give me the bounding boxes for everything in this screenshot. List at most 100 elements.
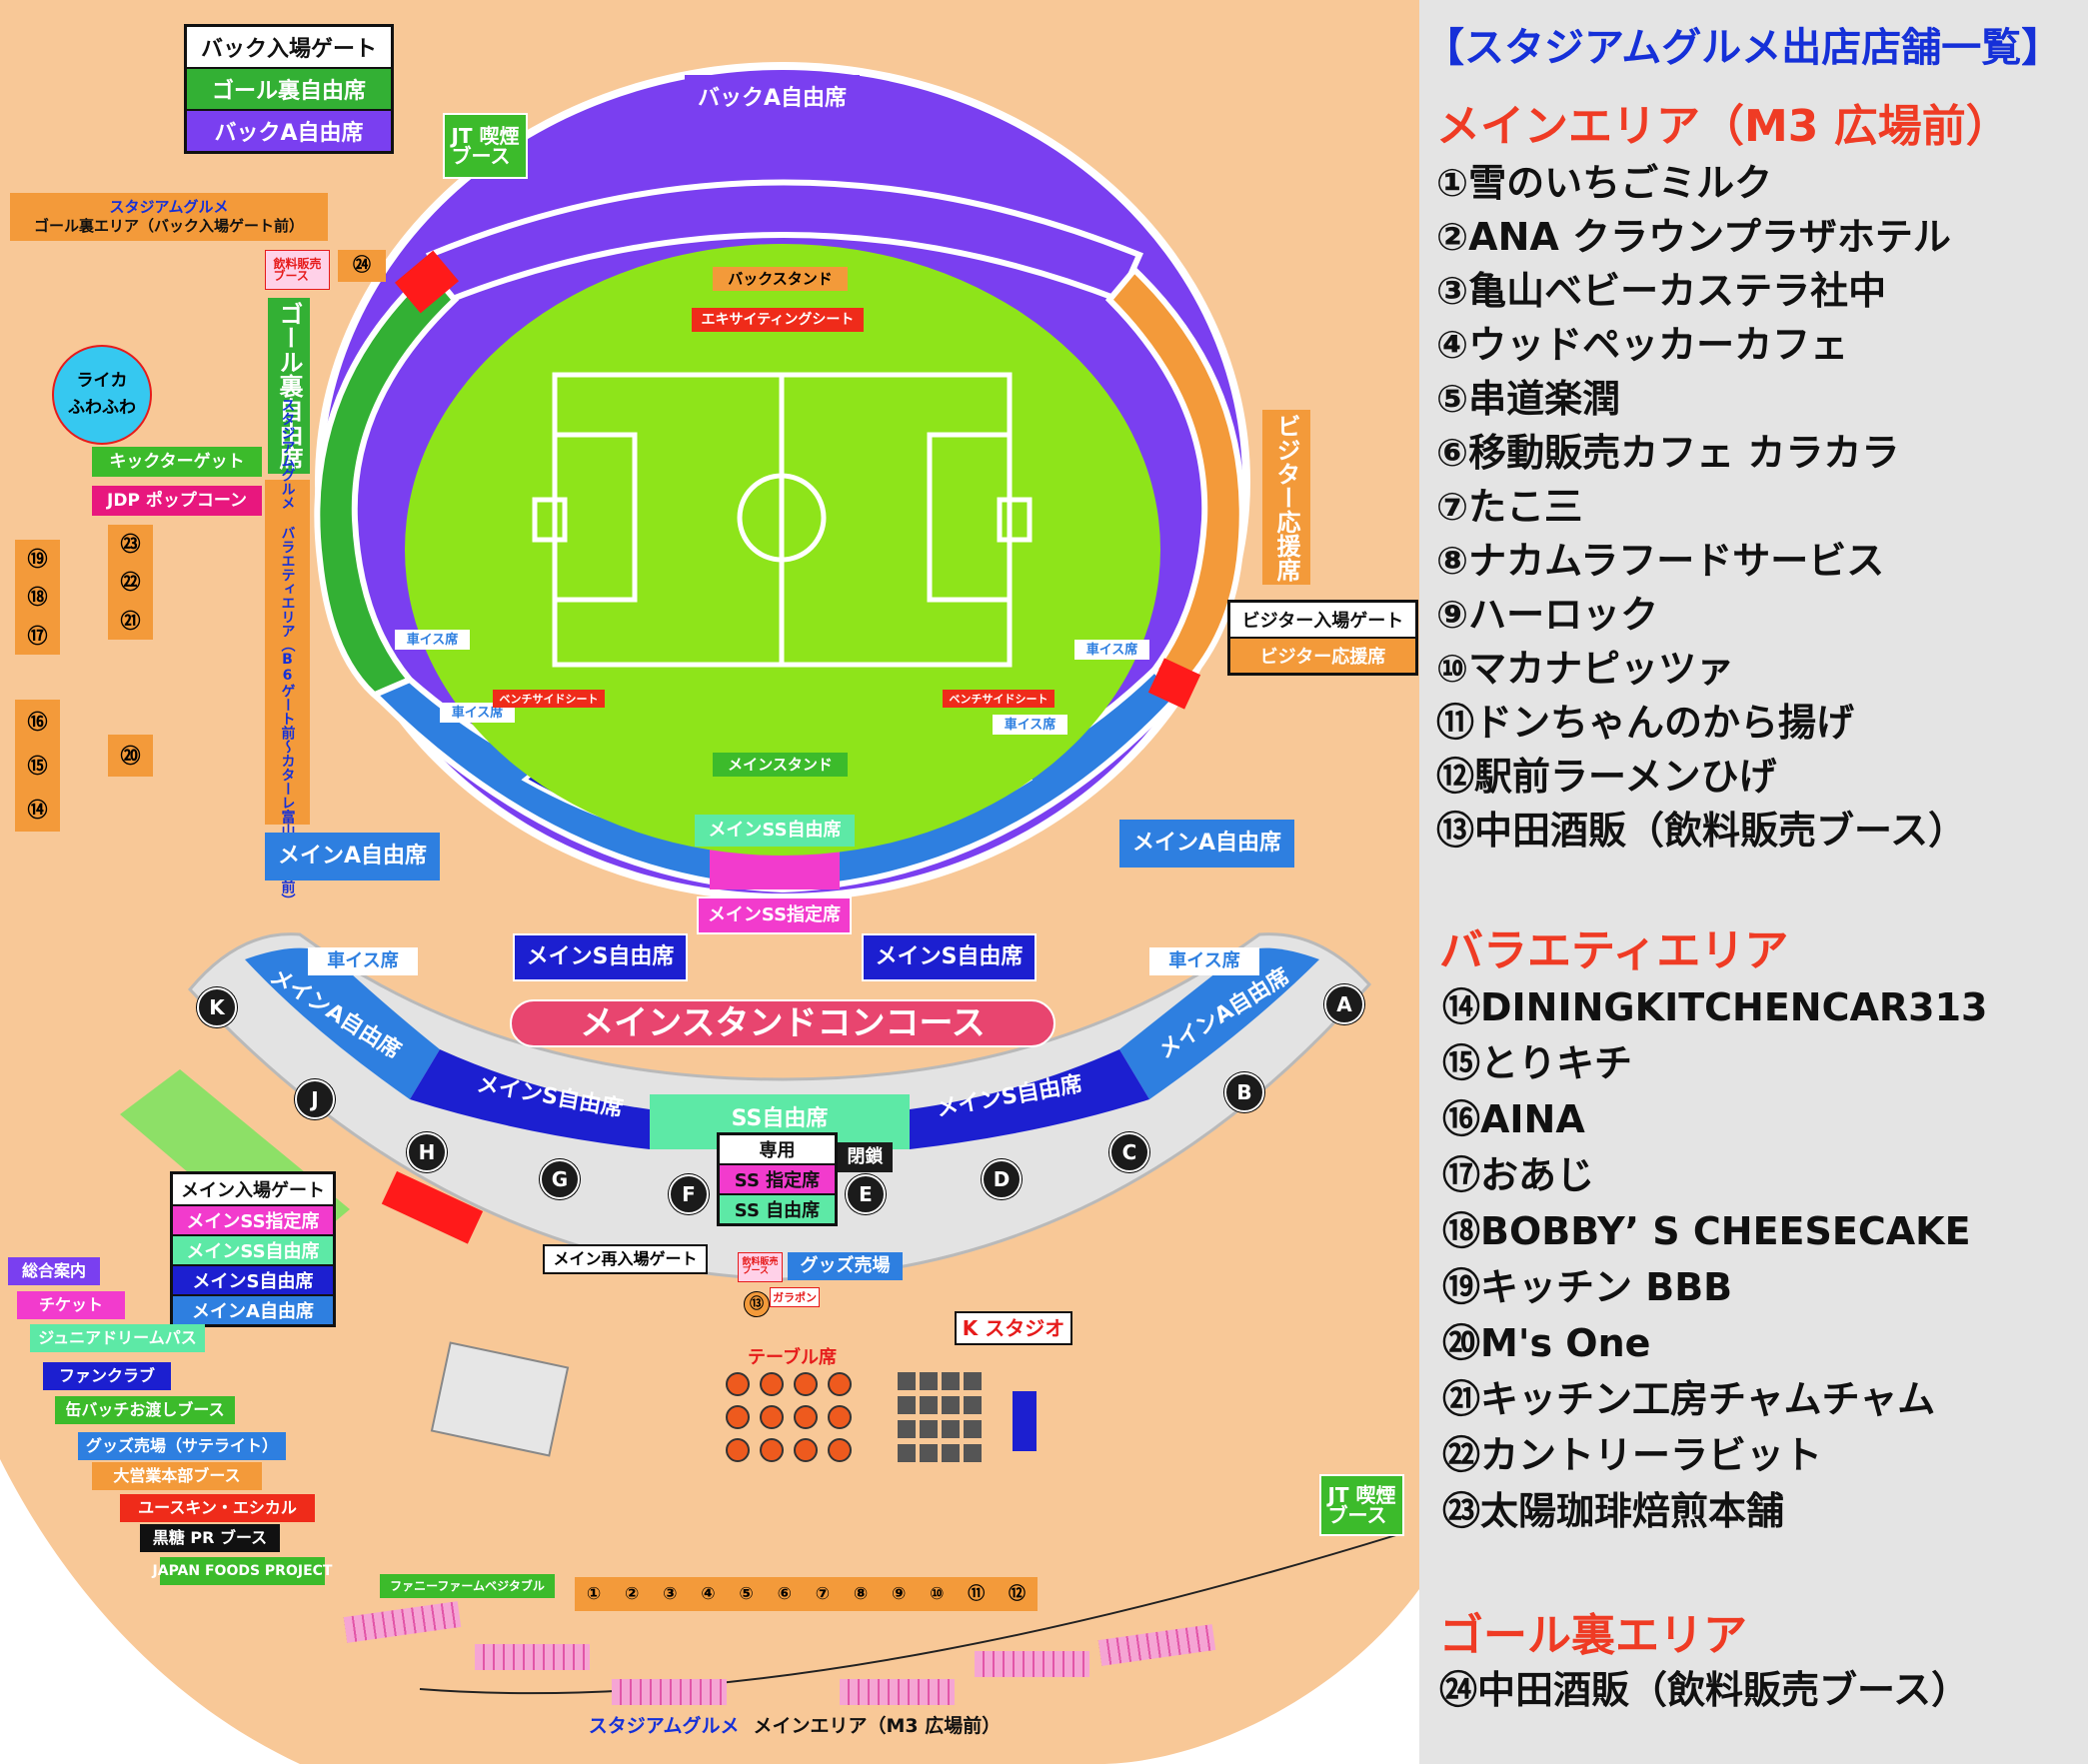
- booth-yuskin: ユースキン・エシカル: [120, 1494, 315, 1522]
- table-seat-label: テーブル席: [748, 1347, 837, 1368]
- goal-area-heading: ゴール裏エリア: [1439, 1610, 1747, 1661]
- main-area-item-9: ⑨ハーロック: [1436, 593, 1659, 637]
- label-main-a-left: メインA自由席: [265, 833, 440, 881]
- visitor-gate-title: ビジター入場ゲート: [1230, 603, 1415, 637]
- exclusive-box: 専用 SS 指定席 SS 自由席: [717, 1132, 838, 1226]
- main-area-item-8: ⑧ナカムラフードサービス: [1436, 539, 1885, 583]
- label-main-ss-free: メインSS自由席: [695, 815, 855, 847]
- main-area-item-10: ⑩マカナピッツァ: [1436, 647, 1735, 691]
- gate-marker-back: [394, 250, 460, 314]
- exclusive-ss-free: SS 自由席: [720, 1193, 835, 1223]
- booth-12: ⑫: [1009, 1583, 1026, 1604]
- back-gate-title: バック入場ゲート: [187, 27, 391, 67]
- main-area-item-1: ①雪のいちごミルク: [1436, 161, 1773, 205]
- booth-22: ㉒: [120, 570, 141, 595]
- drink-booth-goal: 飲料販売 ブース: [265, 250, 330, 290]
- exclusive-ss-reserved: SS 指定席: [720, 1163, 835, 1193]
- concourse-main-s-right: [910, 1049, 1149, 1149]
- reentry-gate: メイン再入場ゲート: [543, 1244, 708, 1274]
- booth-20: ⑳: [108, 735, 153, 777]
- booth-junior-dream: ジュニアドリームパス: [30, 1324, 205, 1352]
- variety-item-16: ⑯AINA: [1442, 1097, 1585, 1141]
- gate-J: J: [295, 1079, 335, 1119]
- gourmet-goal-sub: ゴール裏エリア（バック入場ゲート前）: [33, 217, 304, 235]
- booth-10: ⑩: [930, 1583, 945, 1604]
- label-main-stand: メインスタンド: [713, 753, 848, 777]
- main-area-item-12: ⑫駅前ラーメンひげ: [1436, 755, 1777, 799]
- bench-side-left: ベンチサイドシート: [493, 690, 605, 708]
- plaza-boundary: [419, 1533, 1400, 1695]
- booth-16: ⑯: [27, 710, 48, 734]
- kick-target: キックターゲット: [92, 447, 262, 477]
- gate-A: A: [1324, 984, 1364, 1024]
- main-gate-box: メイン入場ゲート メインSS指定席 メインSS自由席 メインS自由席 メインA自…: [170, 1171, 336, 1327]
- booth-8: ⑧: [853, 1583, 869, 1604]
- label-visitor-seat: ビジター応援席: [1262, 410, 1310, 585]
- shop-list-panel: [1419, 0, 2088, 1764]
- closed-label: 閉鎖: [838, 1142, 893, 1172]
- main-area-item-3: ③亀山ベビーカステラ社中: [1436, 269, 1887, 313]
- gourmet-goal-title: スタジアムグルメ: [109, 198, 229, 216]
- booth-24: ㉔: [338, 250, 386, 282]
- main-area-heading: メインエリア（M3 広場前）: [1436, 101, 2010, 152]
- booth-5: ⑤: [739, 1583, 754, 1604]
- booth-7: ⑦: [815, 1583, 831, 1604]
- variety-item-14: ⑭DININGKITCHENCAR313: [1442, 985, 1988, 1029]
- planter-2: [475, 1644, 590, 1670]
- booth-3: ③: [663, 1583, 678, 1604]
- booth-17: ⑰: [27, 623, 48, 648]
- jdp-popcorn: JDP ポップコーン: [92, 486, 262, 516]
- booth-4: ④: [701, 1583, 716, 1604]
- label-main-ss-reserved: メインSS指定席: [697, 896, 852, 934]
- main-gate-ss-free: メインSS自由席: [173, 1234, 333, 1264]
- bottom-caption-b: メインエリア（M3 広場前）: [753, 1714, 1002, 1737]
- back-gate-goal: ゴール裏自由席: [187, 67, 391, 109]
- booth-14: ⑭: [27, 798, 48, 822]
- variety-item-21: ㉑キッチン工房チャムチャム: [1442, 1377, 1936, 1421]
- gate-marker-visitor: [1147, 658, 1201, 710]
- goods-store: グッズ売場: [788, 1252, 903, 1280]
- label-main-s-right: メインS自由席: [862, 933, 1037, 981]
- raika-fuwafuwa: ライカ ふわふわ: [52, 345, 152, 445]
- gate-marker-main: [381, 1170, 484, 1244]
- variety-item-22: ㉒カントリーラビット: [1442, 1433, 1823, 1477]
- bottom-caption-a: スタジアムグルメ: [588, 1714, 740, 1737]
- label-main-s-left: メインS自由席: [513, 933, 688, 981]
- concourse-main-a-right: [1119, 947, 1319, 1099]
- variety-item-19: ⑲キッチン BBB: [1442, 1265, 1733, 1309]
- gourmet-goal-area: スタジアムグルメ ゴール裏エリア（バック入場ゲート前）: [10, 193, 328, 241]
- map-corner-white-right: [1099, 1589, 1419, 1764]
- concourse-banner: メインスタンドコンコース: [510, 999, 1055, 1047]
- booth-badge: 缶バッチお渡しブース: [55, 1396, 235, 1424]
- gate-H: H: [407, 1132, 447, 1172]
- gate-D: D: [982, 1159, 1022, 1199]
- main-gate-a-free: メインA自由席: [173, 1294, 333, 1324]
- booth-fanclub: ファンクラブ: [43, 1362, 171, 1390]
- grey-seat-blocks: [898, 1372, 982, 1462]
- gate-F: F: [669, 1174, 709, 1214]
- booth-japan-foods: JAPAN FOODS PROJECT: [153, 1557, 332, 1585]
- main-area-booth-row: ① ② ③ ④ ⑤ ⑥ ⑦ ⑧ ⑨ ⑩ ⑪ ⑫: [575, 1577, 1038, 1611]
- shop-list-title: 【スタジアムグルメ出店店舗一覧】: [1424, 25, 2062, 71]
- main-gate-title: メイン入場ゲート: [173, 1174, 333, 1204]
- booth-1: ①: [586, 1583, 602, 1604]
- booth-col-a: ⑲ ⑱ ⑰: [15, 540, 60, 655]
- bottom-caption: スタジアムグルメ メインエリア（M3 広場前）: [560, 1709, 1030, 1743]
- main-area-item-7: ⑦たこ三: [1436, 485, 1583, 529]
- gacha-booth: ガラポン: [770, 1287, 820, 1307]
- main-area-item-5: ⑤串道楽潤: [1436, 377, 1621, 421]
- booth-2: ②: [625, 1583, 640, 1604]
- booth-15: ⑮: [27, 754, 48, 778]
- visitor-gate-seat: ビジター応援席: [1230, 637, 1415, 673]
- planter-3: [612, 1679, 727, 1705]
- wheelchair-label-2: 車イス席: [440, 703, 515, 723]
- booth-11: ⑪: [968, 1583, 986, 1604]
- wheelchair-label-1: 車イス席: [395, 630, 470, 650]
- booth-col-c: ⑯ ⑮ ⑭: [15, 700, 60, 832]
- gate-E: E: [846, 1174, 886, 1214]
- variety-item-20: ⑳M's One: [1442, 1321, 1651, 1365]
- variety-item-15: ⑮とりキチ: [1442, 1041, 1633, 1085]
- label-back-stand: バックスタンド: [713, 267, 848, 291]
- booth-13: ⑬: [744, 1291, 770, 1317]
- blue-stage: [1013, 1391, 1037, 1451]
